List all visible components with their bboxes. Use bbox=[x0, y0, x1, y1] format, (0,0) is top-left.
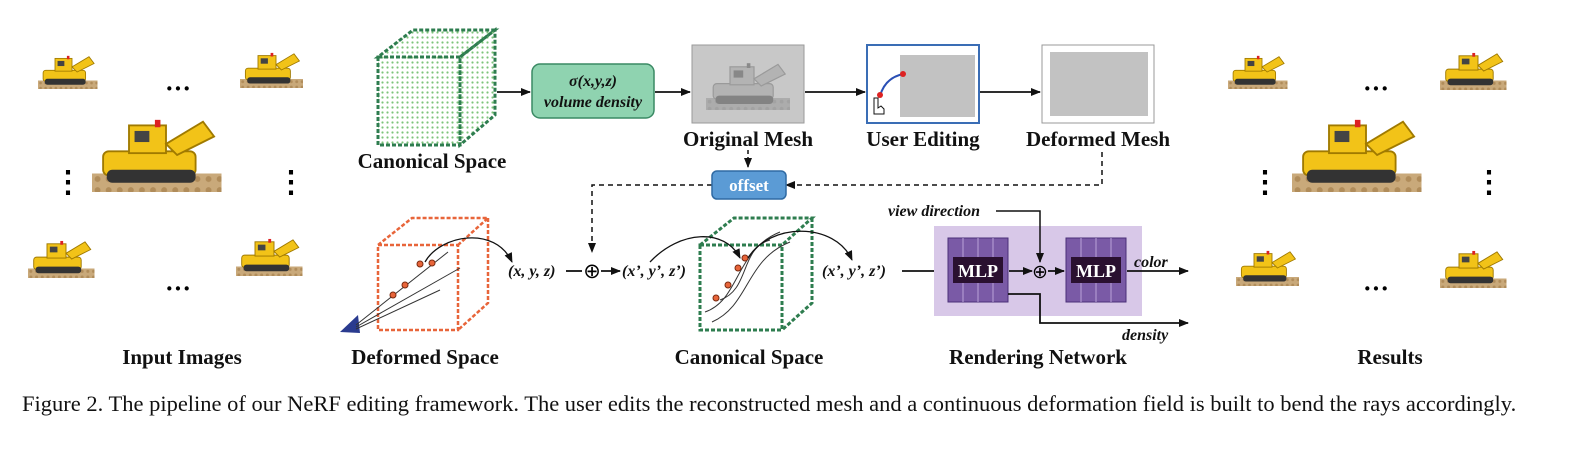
math-xyz: (x, y, z) bbox=[508, 263, 555, 280]
original-mesh-panel: Original Mesh bbox=[683, 44, 813, 151]
volume-density-box: σ(x,y,z) volume density bbox=[531, 63, 655, 119]
input-image-bottom-right bbox=[235, 238, 303, 277]
ellipsis-right: ⋮ bbox=[276, 166, 306, 199]
offset-box: offset bbox=[711, 170, 787, 200]
label-original-mesh: Original Mesh bbox=[683, 127, 813, 151]
camera-icon bbox=[340, 315, 360, 333]
result-image-bottom-right bbox=[1439, 250, 1507, 289]
ellipsis-top: ··· bbox=[165, 74, 191, 103]
label-deformed-space: Deformed Space bbox=[351, 345, 499, 369]
results-ellipsis-right: ⋮ bbox=[1474, 166, 1504, 199]
density-line1: σ(x,y,z) bbox=[569, 73, 617, 90]
input-image-center bbox=[91, 118, 223, 193]
results-ellipsis-top: ··· bbox=[1363, 74, 1389, 103]
ellipsis-bottom: ··· bbox=[165, 274, 191, 303]
math-density: density bbox=[1122, 327, 1169, 344]
math-xyz-prime-1: (x’, y’, z’) bbox=[622, 263, 686, 280]
mlp-label-2: MLP bbox=[1076, 261, 1116, 281]
result-image-top-right bbox=[1439, 52, 1507, 91]
canonical-cube-top: Canonical Space bbox=[358, 26, 507, 173]
label-rendering-network: Rendering Network bbox=[949, 345, 1127, 369]
plus-icon-2: ⊕ bbox=[1032, 262, 1048, 283]
results-group: ··· ··· ⋮ ⋮ Results bbox=[1227, 52, 1507, 369]
input-image-top-left bbox=[37, 55, 98, 90]
result-image-top-left bbox=[1227, 55, 1288, 90]
results-ellipsis-left: ⋮ bbox=[1250, 166, 1280, 199]
result-image-bottom-left bbox=[1235, 250, 1300, 287]
math-view-direction: view direction bbox=[888, 203, 980, 220]
label-results: Results bbox=[1357, 345, 1422, 369]
plus-icon-1: ⊕ bbox=[583, 259, 601, 283]
offset-label: offset bbox=[729, 176, 769, 195]
math-xyz-prime-2: (x’, y’, z’) bbox=[822, 263, 886, 280]
deformed-mesh-panel: Deformed Mesh bbox=[1026, 44, 1170, 151]
math-color: color bbox=[1134, 254, 1169, 271]
rendering-network: MLP MLP ⊕ view direction color density R… bbox=[888, 203, 1189, 369]
label-canonical-space-bottom: Canonical Space bbox=[675, 345, 824, 369]
label-input-images: Input Images bbox=[122, 345, 242, 369]
label-user-editing: User Editing bbox=[866, 127, 980, 151]
hand-cursor-icon bbox=[873, 97, 885, 115]
mlp-label-1: MLP bbox=[958, 261, 998, 281]
label-deformed-mesh: Deformed Mesh bbox=[1026, 127, 1170, 151]
result-image-center bbox=[1291, 118, 1423, 193]
input-image-bottom-left bbox=[27, 240, 95, 279]
user-editing-panel: User Editing bbox=[866, 44, 980, 151]
deformed-cube: Deformed Space bbox=[340, 216, 513, 369]
pipeline-diagram: ··· ··· ⋮ ⋮ Input Images Canonical Space… bbox=[27, 26, 1507, 369]
input-images-group: ··· ··· ⋮ ⋮ Input Images bbox=[27, 52, 306, 369]
ellipsis-left: ⋮ bbox=[53, 166, 83, 199]
input-image-top-right bbox=[239, 52, 304, 89]
figure-caption: Figure 2. The pipeline of our NeRF editi… bbox=[22, 391, 1517, 416]
results-ellipsis-bottom: ··· bbox=[1363, 274, 1389, 303]
canonical-cube-bottom: Canonical Space bbox=[649, 216, 853, 369]
density-line2: volume density bbox=[544, 94, 643, 111]
label-canonical-space-top: Canonical Space bbox=[358, 149, 507, 173]
